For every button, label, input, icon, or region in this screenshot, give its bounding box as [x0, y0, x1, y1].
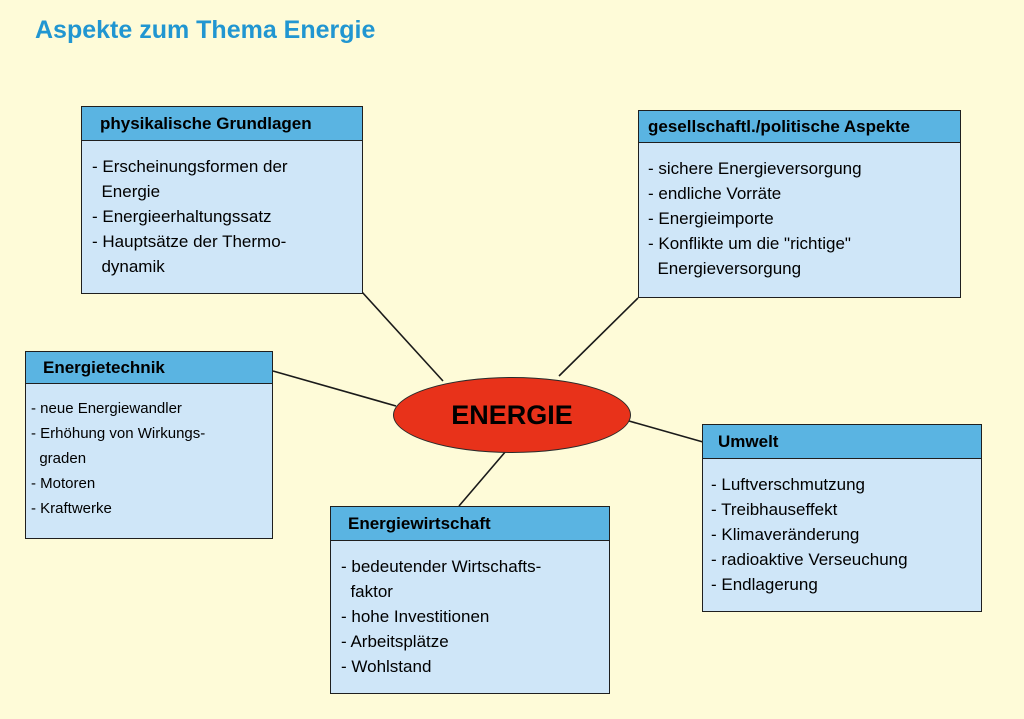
page-title: Aspekte zum Thema Energie	[35, 16, 376, 44]
list-item: - Luftverschmutzung	[711, 475, 866, 494]
box-physikalische-grundlagen: physikalische Grundlagen - Erscheinungsf…	[81, 106, 363, 294]
connector-wirtschaft	[458, 450, 507, 507]
center-ellipse: ENERGIE	[393, 377, 631, 453]
center-label: ENERGIE	[451, 399, 573, 430]
list-item: - Konflikte um die "richtige"	[648, 234, 851, 253]
box-list: - neue Energiewandler - Erhöhung von Wirk…	[26, 384, 272, 521]
list-item: - sichere Energieversorgung	[648, 159, 862, 178]
list-item: - Treibhauseffekt	[711, 500, 838, 519]
box-heading: physikalische Grundlagen	[82, 107, 362, 141]
list-item: - neue Energiewandler	[31, 400, 182, 417]
list-item: - Arbeitsplätze	[341, 632, 449, 651]
list-item: - hohe Investitionen	[341, 607, 490, 626]
list-item: graden	[31, 450, 87, 467]
box-umwelt: Umwelt - Luftverschmutzung - Treibhauseff…	[702, 424, 982, 612]
list-item: - radioaktive Verseuchung	[711, 550, 908, 569]
box-energiewirtschaft: Energiewirtschaft - bedeutender Wirtscha…	[330, 506, 610, 694]
list-item: - Kraftwerke	[31, 500, 112, 517]
connector-physik	[361, 291, 444, 382]
list-item: - bedeutender Wirtschafts-	[341, 557, 542, 576]
connector-umwelt	[628, 420, 704, 443]
list-item: - Energieimporte	[648, 209, 774, 228]
box-heading: Energietechnik	[26, 352, 272, 384]
list-item: - Energieerhaltungssatz	[92, 207, 272, 226]
list-item: - Hauptsätze der Thermo-	[92, 232, 287, 251]
box-heading: gesellschaftl./politische Aspekte	[639, 111, 960, 143]
box-heading: Umwelt	[703, 425, 981, 459]
list-item: - Klimaveränderung	[711, 525, 860, 544]
list-item: - Erhöhung von Wirkungs-	[31, 425, 206, 442]
box-gesellschaftliche-aspekte: gesellschaftl./politische Aspekte - sich…	[638, 110, 961, 298]
list-item: - Erscheinungsformen der	[92, 157, 288, 176]
box-list: - Erscheinungsformen der Energie - Energi…	[82, 141, 362, 279]
list-item: - Wohlstand	[341, 657, 432, 676]
list-item: - Endlagerung	[711, 575, 818, 594]
box-list: - bedeutender Wirtschafts- faktor - hohe …	[331, 541, 609, 679]
box-heading: Energiewirtschaft	[331, 507, 609, 541]
list-item: faktor	[341, 582, 393, 601]
box-list: - sichere Energieversorgung - endliche Vo…	[639, 143, 960, 281]
box-list: - Luftverschmutzung - Treibhauseffekt - Kl…	[703, 459, 981, 597]
box-energietechnik: Energietechnik - neue Energiewandler - Er…	[25, 351, 273, 539]
list-item: Energieversorgung	[648, 259, 802, 278]
list-item: Energie	[92, 182, 161, 201]
connector-gesell	[558, 297, 639, 377]
list-item: dynamik	[92, 257, 165, 276]
connector-technik	[272, 370, 397, 407]
list-item: - Motoren	[31, 475, 96, 492]
list-item: - endliche Vorräte	[648, 184, 782, 203]
